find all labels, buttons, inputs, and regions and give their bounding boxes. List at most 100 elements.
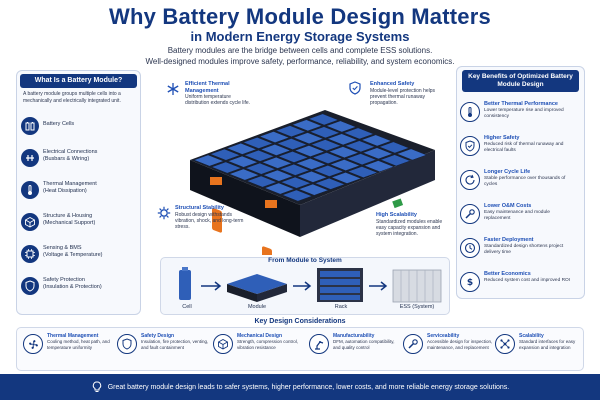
robot-arm-icon (309, 334, 329, 354)
module-cell (294, 145, 326, 157)
cube-icon (21, 213, 39, 231)
stage-label-module: Module (247, 304, 267, 310)
module-cell (291, 119, 323, 132)
module-cell (396, 148, 428, 161)
wrench-icon (403, 334, 423, 354)
module-cell (345, 153, 377, 166)
module-cell (311, 152, 343, 164)
consideration-desc: Accessible design for inspection, mainte… (427, 339, 493, 350)
module-cell (330, 172, 362, 184)
module-cell (313, 165, 345, 177)
considerations-title: Key Design Considerations (254, 318, 346, 325)
module-cell (343, 127, 375, 140)
consideration-desc: Insulation, fire protection, venting, an… (141, 339, 209, 350)
fan-icon (23, 334, 43, 354)
consideration-item: Manufacturability DFM, automation compat… (309, 332, 401, 368)
page-description: Battery modules are the bridge between c… (0, 45, 600, 67)
callout-thermal-title: Efficient Thermal Management (185, 81, 230, 94)
module-cell (226, 142, 258, 155)
module-cell (292, 132, 324, 145)
callout-scalability: High Scalability Standardized modules en… (376, 212, 452, 237)
considerations-row: Thermal Management Cooling method, heat … (16, 327, 584, 371)
module-cell (263, 182, 296, 195)
callout-safety-title: Enhanced Safety (370, 81, 415, 87)
module-cell (329, 159, 361, 171)
consideration-desc: Strength, compression control, vibration… (237, 339, 299, 350)
module-to-system-title: From Module to System (268, 257, 342, 264)
component-sub: (Busbars & Wiring) (43, 156, 90, 162)
wrench-icon (460, 204, 480, 224)
consideration-title: Safety Design (141, 333, 175, 339)
module-cell (326, 133, 358, 146)
module-cell (243, 149, 275, 162)
benefit-title: Higher Safety (484, 135, 520, 141)
benefit-item: Higher Safety Reduced risk of thermal ru… (460, 134, 582, 168)
module-cell (276, 138, 308, 150)
module-cell (258, 131, 290, 143)
chip-icon (21, 245, 39, 263)
benefit-title: Better Economics (484, 271, 531, 277)
page-title: Why Battery Module Design Matters (109, 4, 491, 29)
what-is-module-panel: What Is a Battery Module? A battery modu… (16, 70, 141, 315)
clock-icon (460, 238, 480, 258)
stage-label-cell: Cell (182, 304, 192, 310)
thermometer-icon (21, 181, 39, 199)
callout-scalability-title: High Scalability (376, 212, 417, 218)
module-cell (298, 183, 330, 196)
benefit-item: Better Thermal Performance Lower tempera… (460, 100, 582, 134)
stage-label-ess: ESS (System) (399, 304, 435, 310)
module-cell (246, 175, 278, 188)
network-icon (495, 334, 515, 354)
module-cell (242, 137, 274, 149)
battery-module-illustration: Efficient Thermal Management Uniform tem… (150, 65, 455, 255)
benefit-item: Longer Cycle Life Stable performance ove… (460, 168, 582, 202)
module-cell (262, 169, 294, 182)
module-to-system-diagram (179, 267, 442, 303)
gear-icon (157, 206, 171, 220)
module-cell (344, 140, 376, 153)
module-component-thermal: Thermal Management(Heat Dissipation) (21, 179, 139, 203)
module-cell (307, 113, 339, 126)
module-cell (260, 144, 292, 156)
consideration-item: Serviceability Accessible design for ins… (403, 332, 495, 368)
what-is-module-intro: A battery module groups multiple cells i… (23, 91, 121, 104)
module-cell (245, 162, 277, 175)
shield-icon (117, 334, 137, 354)
module-cell (279, 163, 311, 176)
busbar-icon (21, 149, 39, 167)
module-cell (378, 141, 410, 154)
module-cell (328, 146, 360, 159)
consideration-title: Manufacturability (333, 333, 375, 339)
battery-cells-icon (21, 117, 39, 135)
stage-label-rack: Rack (334, 304, 348, 310)
component-sub: (Insulation & Protection) (43, 284, 102, 290)
module-cell (228, 168, 260, 181)
module-to-system-panel: From Module to System Cell Module Rack E… (160, 257, 450, 315)
module-cell (296, 170, 328, 183)
module-cell (362, 147, 394, 160)
module-cell (379, 154, 411, 167)
benefit-item: Faster Deployment Standardized design sh… (460, 236, 582, 270)
module-component-safety: Safety Protection(Insulation & Protectio… (21, 275, 139, 299)
consideration-item: Safety Design Insulation, fire protectio… (117, 332, 209, 368)
callout-scalability-desc: Standardized modules enable easy capacit… (376, 218, 443, 237)
module-component-sensing: Sensing & BMS(Voltage & Temperature) (21, 243, 139, 267)
component-label: Thermal Management (43, 181, 97, 187)
benefit-item: Lower O&M Costs Easy maintenance and mod… (460, 202, 582, 236)
module-component-cells: Battery Cells (21, 115, 139, 139)
component-label: Sensing & BMS (43, 245, 82, 251)
key-benefits-panel: Key Benefits of Optimized Battery Module… (456, 66, 585, 299)
component-label: Structure & Housing (43, 213, 93, 219)
module-cell (193, 154, 225, 167)
svg-text:$: $ (467, 278, 473, 288)
module-cell (277, 151, 309, 163)
module-component-connections: Electrical Connections(Busbars & Wiring) (21, 147, 139, 171)
description-line-2: Well-designed modules improve safety, pe… (145, 57, 455, 66)
benefit-title: Better Thermal Performance (484, 101, 558, 107)
footer-text: Great battery module design leads to saf… (107, 383, 510, 391)
battery-module-image (190, 110, 435, 255)
callout-structural-title: Structural Stability (175, 205, 224, 211)
description-line-1: Battery modules are the bridge between c… (167, 46, 433, 55)
component-label: Battery Cells (43, 121, 75, 127)
cube-icon (213, 334, 233, 354)
